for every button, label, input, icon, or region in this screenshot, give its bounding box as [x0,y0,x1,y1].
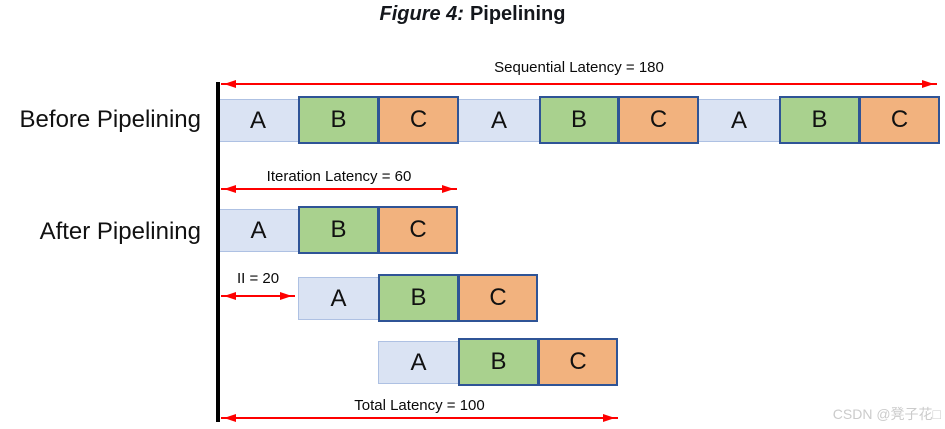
iteration-latency-arrow [221,185,457,193]
stage-block-a: A [378,341,459,384]
stage-block-c: C [859,96,940,144]
csdn-watermark: CSDN @凳子花□ [832,406,941,422]
total-latency-arrow [221,414,618,422]
timeline-axis [216,82,220,422]
stage-block-a: A [218,209,299,252]
initiation-interval-label: II = 20 [236,270,280,287]
iteration-latency-label: Iteration Latency = 60 [266,168,412,185]
stage-block-b: B [539,96,619,144]
stage-block-a: A [730,106,747,134]
figure-title: Figure 4:Pipelining [0,3,945,26]
initiation-interval-arrow [221,292,295,300]
sequential-latency-arrow [221,80,937,88]
stage-block-c: C [378,96,459,144]
before-pipelining-label: Before Pipelining [19,106,201,133]
stage-block-b: B [458,338,539,386]
stage-block-c: C [378,206,458,254]
stage-block-a: A [249,106,266,134]
stage-block-c: C [538,338,618,386]
after-pipelining-label: After Pipelining [39,218,201,245]
stage-block-b: B [298,96,379,144]
stage-block-c: C [618,96,699,144]
stage-block-c: C [458,274,538,322]
sequential-latency-label: Sequential Latency = 180 [494,59,664,76]
stage-block-b: B [378,274,459,322]
stage-block-a: A [298,277,379,320]
figure-name: Pipelining [469,3,566,25]
stage-block-b: B [298,206,379,254]
stage-block-a: A [490,106,507,134]
figure-number: Figure 4: [379,3,464,25]
stage-block-b: B [779,96,860,144]
total-latency-label: Total Latency = 100 [354,397,485,414]
